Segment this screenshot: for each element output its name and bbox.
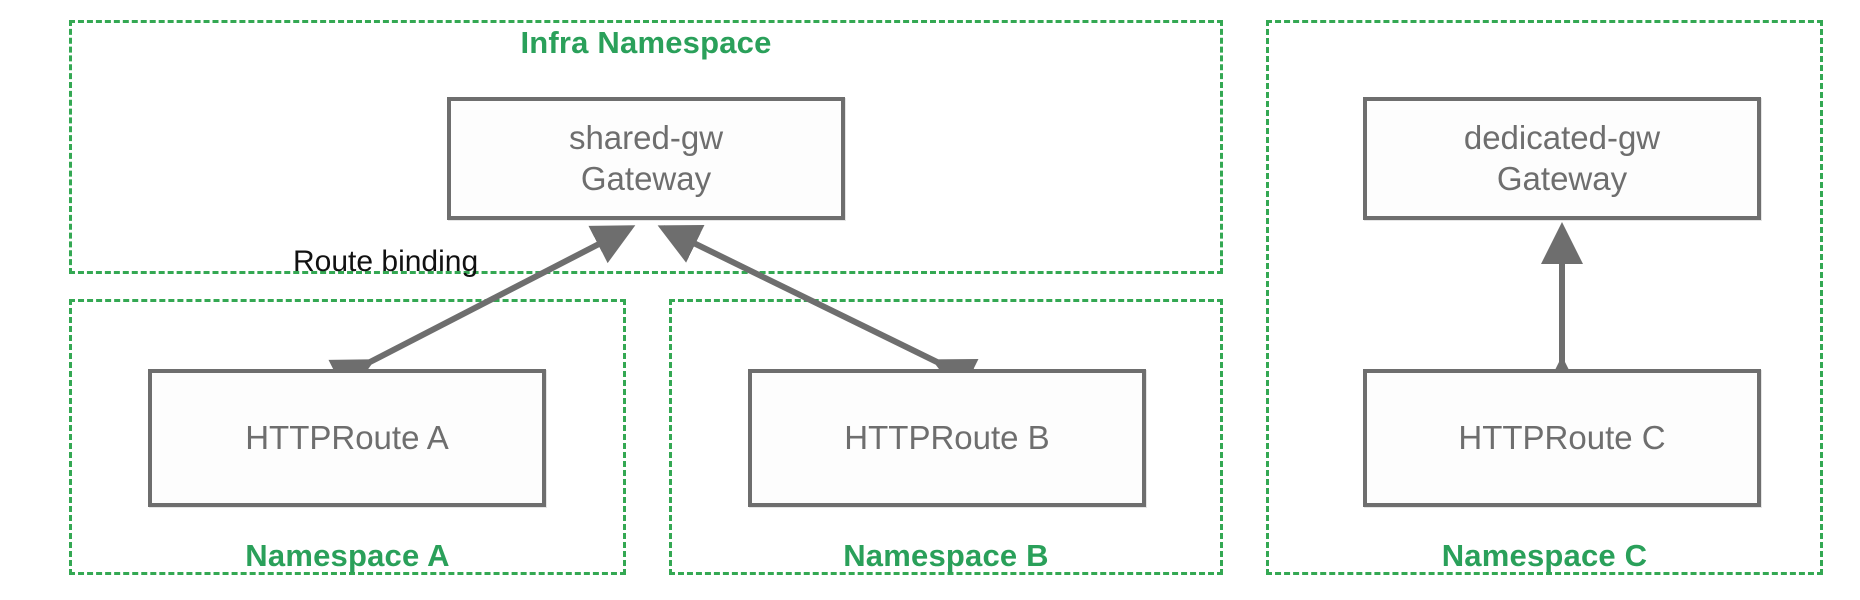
- node-label-dedicated-gw: dedicated-gw Gateway: [1463, 119, 1661, 197]
- namespace-box-infra: [69, 20, 1223, 274]
- node-shared-gw-gateway[interactable]: shared-gw Gateway: [447, 97, 845, 220]
- node-httproute-c[interactable]: HTTPRoute C: [1363, 369, 1761, 507]
- edge-label-route-binding: Route binding: [293, 245, 479, 278]
- namespace-label-a: Namespace A: [245, 538, 450, 573]
- node-dedicated-gw-gateway[interactable]: dedicated-gw Gateway: [1363, 97, 1761, 220]
- node-label-httproute-b: HTTPRoute B: [844, 418, 1050, 456]
- node-label-shared-gw: shared-gw Gateway: [568, 119, 724, 197]
- namespace-label-c: Namespace C: [1441, 538, 1648, 573]
- namespace-label-b: Namespace B: [843, 538, 1049, 573]
- node-httproute-b[interactable]: HTTPRoute B: [748, 369, 1146, 507]
- namespace-label-infra: Infra Namespace: [520, 25, 772, 60]
- node-httproute-a[interactable]: HTTPRoute A: [148, 369, 546, 507]
- node-label-httproute-c: HTTPRoute C: [1458, 418, 1666, 456]
- node-label-httproute-a: HTTPRoute A: [245, 418, 449, 456]
- namespace-box-c: [1266, 20, 1823, 575]
